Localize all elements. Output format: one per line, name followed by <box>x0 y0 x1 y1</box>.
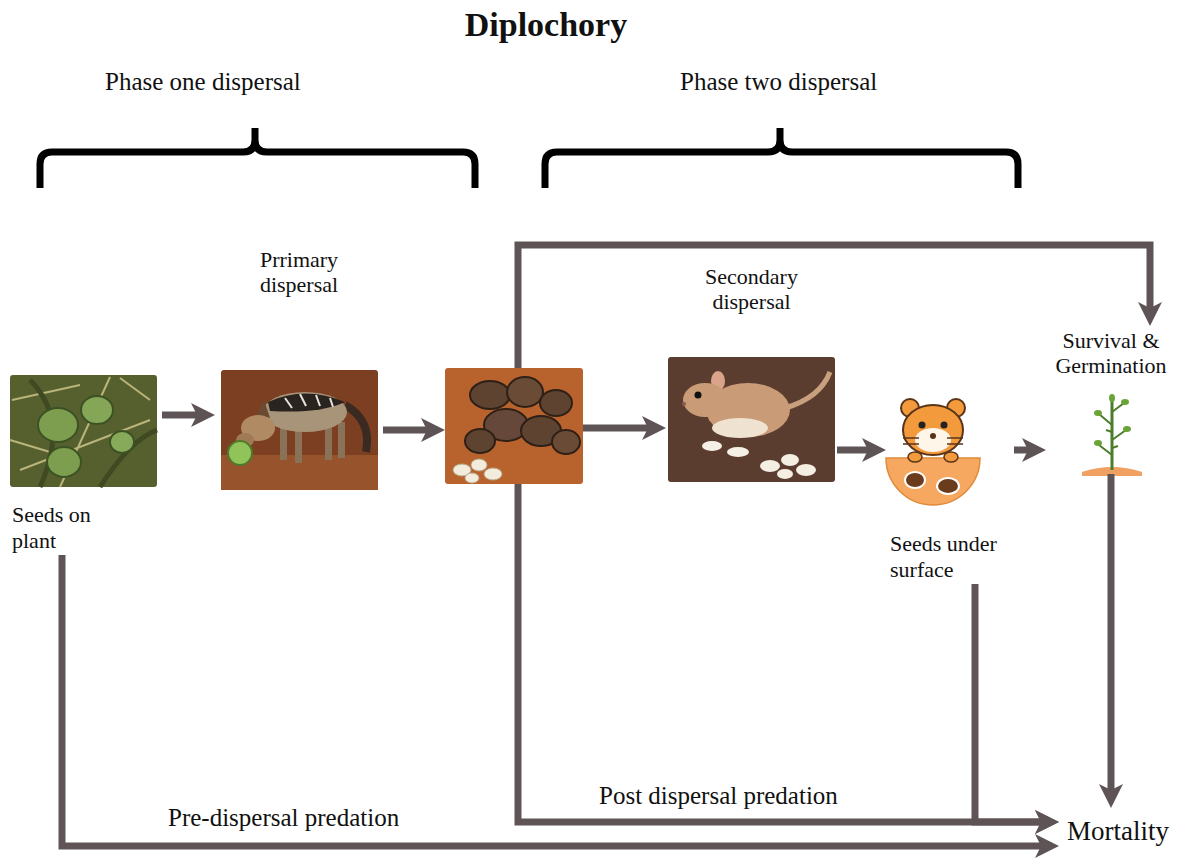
figure-node: Mortality <box>1059 808 1177 856</box>
fruit <box>110 431 134 453</box>
jackal-leg <box>280 425 287 460</box>
seed <box>777 469 793 479</box>
hamster-eye <box>941 422 948 429</box>
dung-lump <box>552 430 580 454</box>
rodent-head <box>683 383 727 417</box>
phase-brace <box>40 128 475 188</box>
hamster-face <box>915 428 951 452</box>
arrow-connector <box>383 427 435 434</box>
seedling-leaf <box>1094 410 1102 416</box>
arrow-connector <box>162 412 205 419</box>
node-label: Survival & Germination <box>1051 328 1171 379</box>
plant-photo <box>10 375 157 487</box>
rodent-nose <box>682 402 686 406</box>
fruit <box>47 447 81 477</box>
fruit-in-mouth <box>228 441 252 465</box>
dung-lump <box>465 429 495 453</box>
predation-label: Post dispersal predation <box>596 782 841 810</box>
jackal-saddle <box>268 394 345 412</box>
arrow-connector <box>518 484 1049 822</box>
figure-node <box>445 368 583 484</box>
seed <box>465 473 479 483</box>
arrow-connector <box>975 584 1049 822</box>
seedling-leaf <box>1121 399 1129 405</box>
hamster-head <box>903 405 963 455</box>
hamster-eye <box>919 422 926 429</box>
jackal-leg <box>338 422 345 458</box>
node-label: Seeds on plant <box>12 502 124 553</box>
rodent-foot <box>727 447 749 457</box>
dung-lump <box>507 377 543 407</box>
seed <box>781 454 799 466</box>
hamster-paw <box>908 452 922 462</box>
dung-lump <box>540 390 572 416</box>
saddle-stripes <box>285 394 333 408</box>
fruit <box>81 396 113 424</box>
arrow-connector <box>518 245 1150 368</box>
rodent-belly <box>712 418 768 438</box>
figure-node: Seeds on plant <box>8 373 162 555</box>
seedling-branches <box>1099 403 1126 455</box>
dung-photo <box>445 368 583 484</box>
figure-node: Secondary dispersal <box>666 262 837 484</box>
jackal-photo <box>221 370 378 490</box>
figure-node: Survival & Germination <box>1046 326 1176 474</box>
fruit <box>38 408 78 442</box>
rodent-tail <box>785 372 830 408</box>
node-label: Mortality <box>1064 816 1172 847</box>
figure-node: Prrimary dispersal <box>215 245 383 492</box>
node-label: Prrimary dispersal <box>234 247 364 298</box>
rodent-eye <box>695 392 702 399</box>
rodent-foot <box>702 441 722 451</box>
figure-node: Seeds under surface <box>886 398 1014 584</box>
rodent-photo <box>668 357 835 482</box>
node-label: Seeds under surface <box>890 531 1008 582</box>
node-label: Secondary dispersal <box>687 264 817 315</box>
seed <box>796 464 816 476</box>
jackal-tail <box>345 405 367 452</box>
plant-stems <box>30 380 157 487</box>
dung-lump <box>470 381 510 409</box>
phase-label: Phase one dispersal <box>105 68 301 96</box>
jackal-body <box>263 392 347 432</box>
diagram-title: Diplochory <box>346 6 746 44</box>
grass-blades <box>10 377 150 487</box>
phase-brace <box>545 128 1018 188</box>
hamster-nose <box>930 433 936 439</box>
buried-seed <box>905 472 925 488</box>
hamster-paw <box>944 452 958 462</box>
seed <box>760 460 780 472</box>
buried-seed <box>937 478 959 494</box>
seedling-leaf <box>1123 426 1131 432</box>
arrow-connector <box>1108 474 1115 798</box>
arrow-connector <box>837 447 876 454</box>
phase-label: Phase two dispersal <box>680 68 877 96</box>
arrow-connector <box>583 425 656 432</box>
arrow-connector <box>1014 447 1036 454</box>
predation-label: Pre-dispersal predation <box>165 804 402 832</box>
seedling-leaf <box>1094 440 1102 446</box>
arrow-connector <box>62 555 1049 846</box>
seed <box>471 459 487 471</box>
seedling-leaf <box>1109 394 1115 402</box>
seed <box>484 468 502 480</box>
soil-mound <box>886 458 980 505</box>
hamster-whiskers <box>903 438 963 444</box>
jackal-leg <box>325 425 332 460</box>
